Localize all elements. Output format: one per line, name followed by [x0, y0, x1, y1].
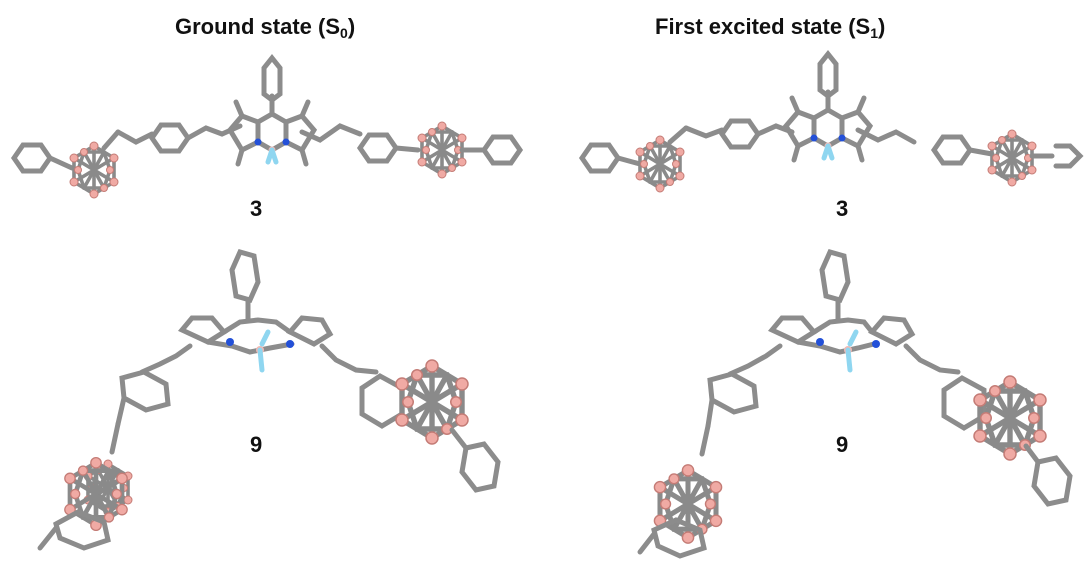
molecule-3-ground-state: [14, 58, 520, 200]
molecule-9-ground-state: [37, 248, 501, 551]
molecule-3-excited-state: [582, 54, 1084, 194]
heading-excited-close: ): [877, 14, 886, 39]
heading-ground-state: Ground state (S0): [175, 14, 355, 41]
compound-label-3-ground: 3: [250, 196, 263, 221]
heading-ground-close: ): [347, 14, 356, 39]
molecule-9-excited-state: [637, 248, 1073, 559]
heading-excited-subscript: 1: [870, 25, 878, 41]
compound-label-9-excited: 9: [836, 432, 849, 457]
compound-label-3-excited: 3: [836, 196, 849, 221]
heading-ground-text: Ground state (S: [175, 14, 341, 39]
compound-label-9-ground: 9: [250, 432, 263, 457]
heading-excited-state: First excited state (S1): [655, 14, 885, 41]
heading-excited-text: First excited state (S: [655, 14, 871, 39]
heading-ground-subscript: 0: [340, 25, 348, 41]
